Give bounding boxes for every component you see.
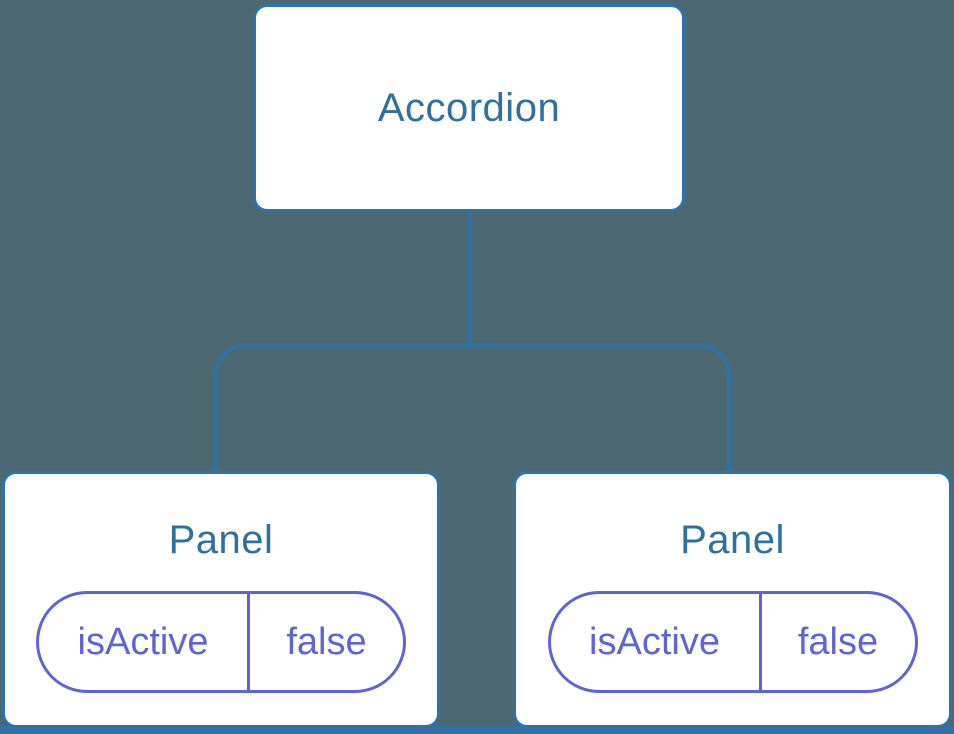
panel-node-left: Panel isActive false — [2, 471, 440, 728]
accordion-node-label: Accordion — [377, 85, 561, 130]
state-value: false — [286, 620, 367, 663]
state-key: isActive — [39, 594, 250, 690]
connector-branch — [214, 343, 731, 471]
panel-node-right: Panel isActive false — [513, 471, 952, 728]
state-value: false — [797, 620, 879, 663]
panel-node-label: Panel — [168, 518, 274, 562]
panel-node-label: Panel — [680, 518, 785, 562]
state-pill: isActive false — [36, 591, 406, 693]
accordion-node: Accordion — [253, 4, 685, 212]
bottom-border-strip — [0, 726, 954, 734]
connector-stem — [468, 211, 472, 345]
state-key: isActive — [551, 594, 762, 690]
state-pill: isActive false — [547, 591, 918, 693]
